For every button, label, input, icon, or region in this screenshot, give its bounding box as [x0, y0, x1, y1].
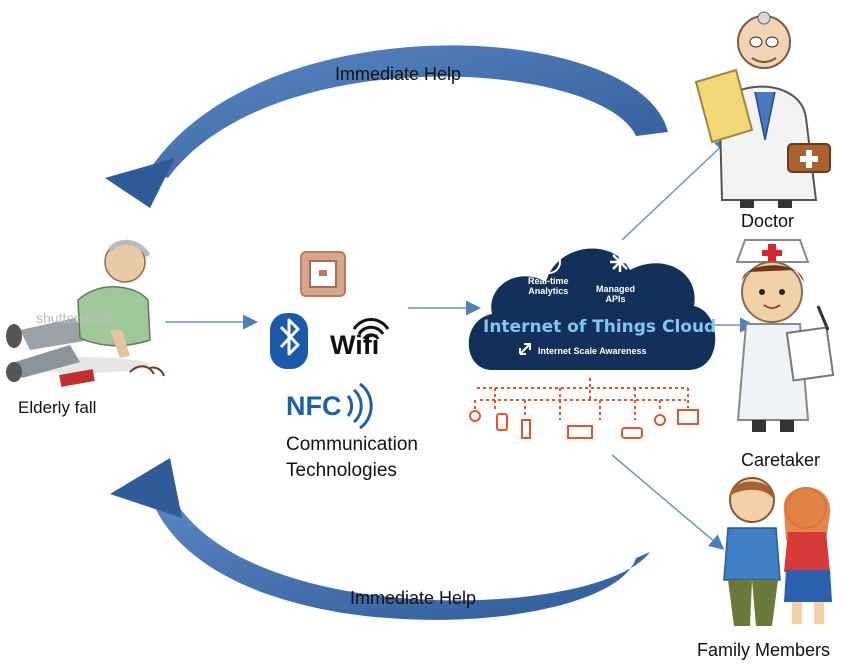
top-help-label: Immediate Help — [335, 64, 462, 84]
cloud-awareness-label: Internet Scale Awareness — [538, 346, 647, 356]
watermark: shutterstock — [36, 310, 112, 326]
cloud-analytics-label: Real-time Analytics — [528, 276, 569, 296]
communication-technologies-label: Communication Technologies — [286, 432, 418, 484]
arrow-cloud-to-doctor — [621, 137, 731, 241]
family-illustration — [723, 477, 832, 626]
iot-cloud — [468, 248, 716, 370]
caretaker-illustration — [735, 239, 835, 432]
bluetooth-icon — [270, 313, 308, 369]
phone-icon — [496, 413, 508, 431]
caretaker-label: Caretaker — [741, 450, 821, 470]
analytics-line-1: Real-time — [528, 276, 569, 286]
laptop-icon — [567, 425, 593, 439]
iot-device-network — [469, 378, 699, 439]
bottom-help-arrow — [110, 458, 650, 620]
wifi-signal-icon — [352, 318, 390, 340]
family-members-label: Family Members — [697, 640, 831, 660]
apis-line-2: APIs — [605, 294, 626, 304]
rfid-chip-icon — [300, 251, 346, 297]
tv-icon — [677, 409, 699, 425]
nfc-label: NFC — [286, 391, 342, 421]
elderly-fall-illustration — [6, 239, 165, 387]
apis-line-1: Managed — [596, 284, 636, 294]
elderly-fall-label: Elderly fall — [18, 398, 97, 417]
top-help-arrow — [105, 45, 668, 208]
cloud-title: Internet of Things Cloud — [483, 317, 717, 337]
comm-line-1: Communication — [286, 434, 418, 455]
wifi-label: Wifi — [330, 330, 380, 360]
analytics-line-2: Analytics — [528, 286, 569, 296]
cloud-apis-label: Managed APIs — [596, 284, 635, 304]
doctor-label: Doctor — [741, 211, 795, 231]
doctor-illustration — [694, 11, 831, 208]
bottom-help-label: Immediate Help — [350, 588, 477, 608]
sensor-icon — [469, 410, 481, 422]
device-icon — [521, 419, 531, 439]
nfc-waves-icon — [346, 382, 373, 430]
car-icon — [621, 427, 643, 439]
comm-line-2: Technologies — [286, 460, 397, 481]
arrow-cloud-to-family — [611, 454, 725, 550]
gear-icon — [610, 252, 630, 272]
bulb-icon — [654, 414, 666, 426]
